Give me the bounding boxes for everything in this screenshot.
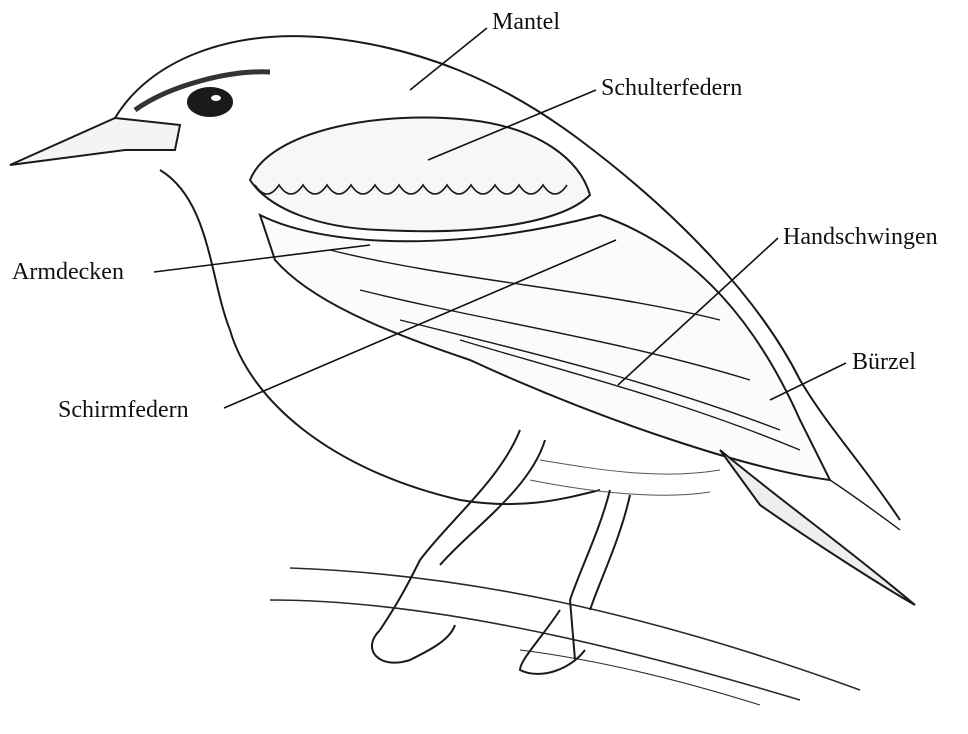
label-armdecken: Armdecken [12, 260, 124, 284]
leader-mantel [410, 28, 487, 90]
label-schulterfedern: Schulterfedern [601, 76, 742, 100]
legs [372, 430, 630, 674]
scapular-patch [250, 118, 590, 232]
label-handschwingen: Handschwingen [783, 225, 938, 249]
label-schirmfedern: Schirmfedern [58, 398, 189, 422]
label-buerzel: Bürzel [852, 350, 916, 374]
bird-body [10, 36, 915, 605]
branch [270, 568, 860, 705]
label-mantel: Mantel [492, 10, 560, 34]
bill [10, 118, 180, 165]
eye [188, 88, 232, 116]
